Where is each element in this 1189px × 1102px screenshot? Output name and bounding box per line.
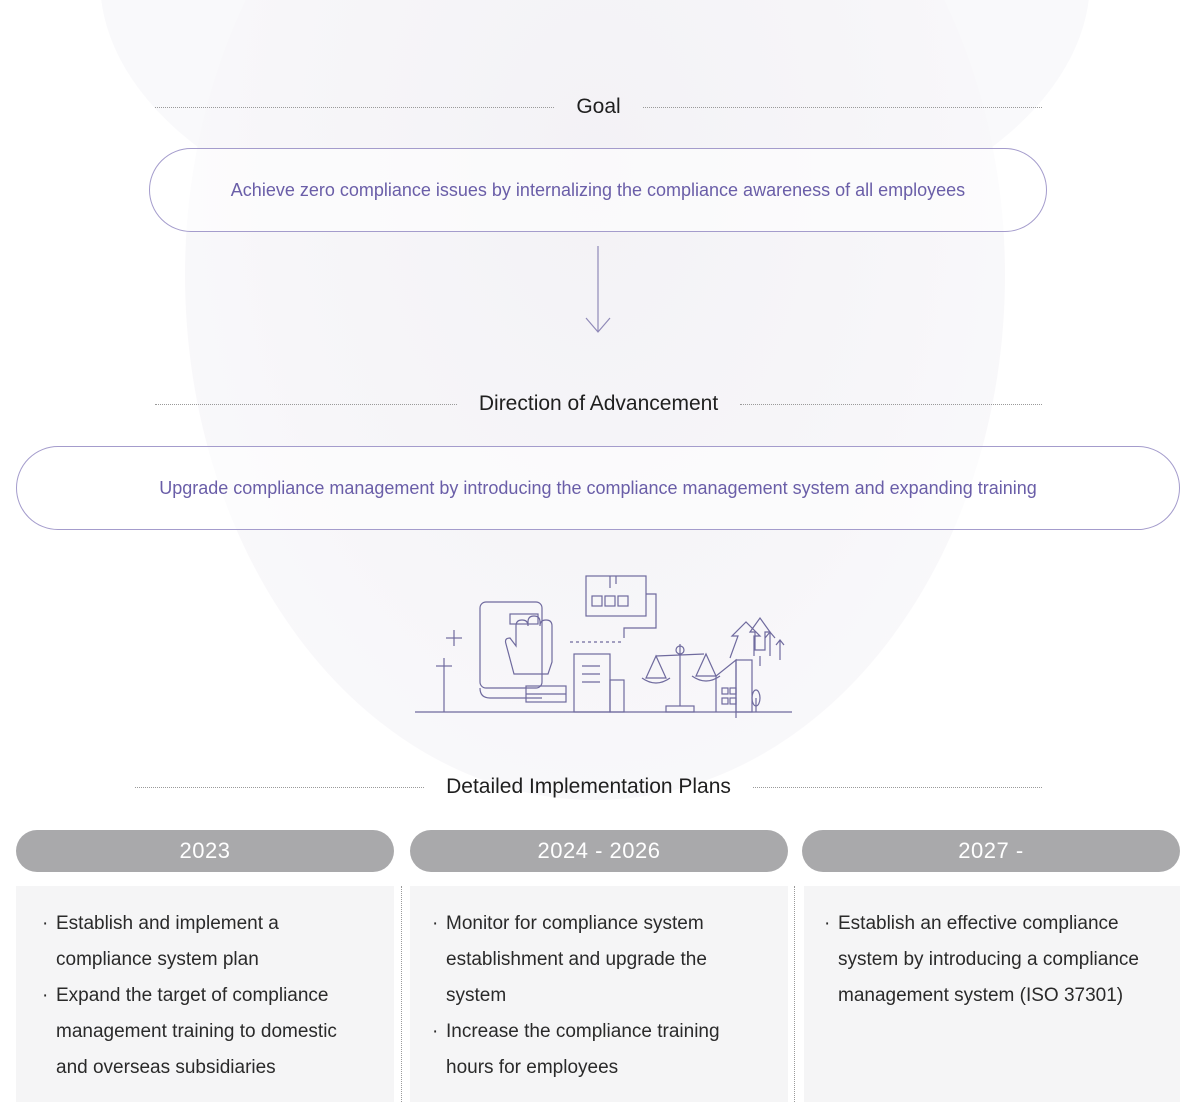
plan-box-2024-2026: · Monitor for compliance system establis… [410,886,788,1102]
dotted-rule [740,403,1043,405]
goal-section-title: Goal [155,92,1043,122]
column-divider [794,886,795,1102]
bullet: · [42,985,49,1006]
column-divider [401,886,402,1102]
direction-title: Direction of Advancement [478,392,719,415]
direction-pill: Upgrade compliance management by introdu… [16,446,1180,530]
year-tab-2023: 2023 [16,830,394,872]
plan-item-text: Monitor for compliance system establishm… [446,913,707,1006]
bullet: · [824,913,831,934]
direction-text: Upgrade compliance management by introdu… [159,477,1037,498]
plan-box-2027: · Establish an effective compliance syst… [804,886,1180,1102]
year-label: 2024 - 2026 [537,838,661,863]
plan-item-text: Expand the target of compliance manageme… [56,985,337,1078]
plan-item-text: Establish an effective compliance system… [838,913,1139,1006]
plans-title: Detailed Implementation Plans [446,775,731,798]
year-label: 2023 [179,838,231,863]
plan-box-2023: · Establish and implement a compliance s… [16,886,394,1102]
down-arrow-icon [585,246,611,333]
year-tab-2024-2026: 2024 - 2026 [410,830,788,872]
dotted-rule [135,786,425,788]
compliance-city-illustration [415,575,792,718]
plan-item-text: Establish and implement a compliance sys… [56,913,279,970]
plan-item: · Establish and implement a compliance s… [42,906,372,978]
plan-item: · Establish an effective compliance syst… [824,906,1158,1014]
bullet: · [432,913,439,934]
plan-item: · Monitor for compliance system establis… [432,906,766,1014]
plan-item: · Expand the target of compliance manage… [42,978,372,1086]
year-label: 2027 - [958,838,1024,863]
dotted-rule [642,106,1043,108]
goal-pill: Achieve zero compliance issues by intern… [149,148,1047,232]
dotted-rule [155,106,555,108]
goal-title: Goal [576,95,621,118]
dotted-rule [155,403,457,405]
dotted-rule [752,786,1043,788]
year-tab-2027: 2027 - [802,830,1180,872]
plans-section-title: Detailed Implementation Plans [135,772,1043,802]
bullet: · [42,913,49,934]
goal-text: Achieve zero compliance issues by intern… [230,179,966,200]
plan-item-text: Increase the compliance training hours f… [446,1021,720,1078]
bullet: · [432,1021,439,1042]
direction-section-title: Direction of Advancement [155,389,1043,419]
plan-item: · Increase the compliance training hours… [432,1014,766,1086]
